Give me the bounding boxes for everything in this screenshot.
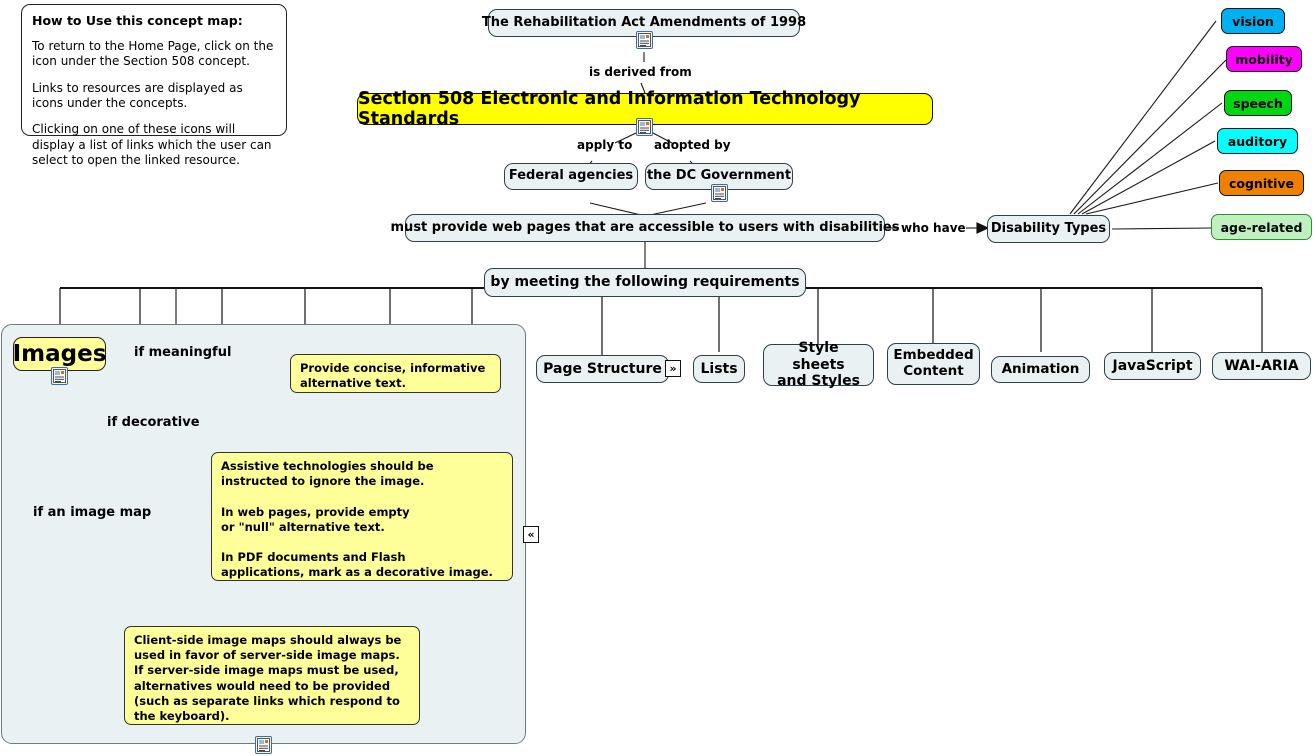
edge-label-if-meaningful: if meaningful: [134, 345, 232, 360]
node-animation[interactable]: Animation: [991, 356, 1090, 383]
chip-label: age-related: [1220, 219, 1303, 235]
howto-panel: How to Use this concept map: To return t…: [21, 4, 287, 167]
node-federal-agencies[interactable]: Federal agencies: [504, 163, 638, 190]
chip-cognitive[interactable]: cognitive: [1219, 170, 1304, 196]
resource-link-icon[interactable]: [636, 31, 653, 49]
node-page-structure[interactable]: Page Structure: [536, 355, 669, 383]
resource-link-icon[interactable]: [51, 367, 68, 385]
howto-title: How to Use this concept map:: [32, 13, 243, 28]
node-lists[interactable]: Lists: [693, 355, 745, 383]
note-decorative-images: Assistive technologies should be instruc…: [211, 452, 513, 581]
chip-age-related[interactable]: age-related: [1211, 214, 1312, 240]
howto-paragraph-1: To return to the Home Page, click on the…: [32, 39, 274, 69]
node-wai-aria[interactable]: WAI-ARIA: [1212, 352, 1311, 380]
edge-label-if-an-image-map: if an image map: [33, 505, 152, 520]
chip-label: speech: [1233, 95, 1283, 111]
node-must-provide-accessible-pages[interactable]: must provide web pages that are accessib…: [391, 214, 899, 242]
expand-right-icon[interactable]: »: [665, 360, 681, 377]
howto-paragraph-2: Links to resources are displayed as icon…: [32, 80, 243, 111]
node-images[interactable]: Images: [13, 337, 106, 371]
chip-speech[interactable]: speech: [1224, 90, 1292, 116]
chip-mobility[interactable]: mobility: [1226, 46, 1302, 72]
node-javascript[interactable]: JavaScript: [1104, 352, 1201, 380]
chip-vision[interactable]: vision: [1221, 8, 1285, 34]
edge-label-apply-to: apply to: [577, 138, 633, 152]
edge-label-if-decorative: if decorative: [107, 415, 200, 430]
howto-paragraph-3: Clicking on one of these icons will disp…: [32, 122, 272, 168]
note-meaningful-images: Provide concise, informative alternative…: [290, 354, 501, 393]
note-image-maps: Client-side image maps should always be …: [124, 626, 420, 725]
chip-label: auditory: [1227, 133, 1288, 149]
resource-link-icon[interactable]: [711, 184, 728, 202]
collapse-left-icon[interactable]: «: [523, 526, 539, 543]
chip-label: vision: [1232, 13, 1274, 29]
edge-label-is-derived-from: is derived from: [589, 65, 692, 79]
node-disability-types[interactable]: Disability Types: [987, 215, 1110, 243]
resource-link-icon[interactable]: [255, 736, 272, 754]
node-embedded-content[interactable]: Embedded Content: [887, 343, 980, 385]
chip-auditory[interactable]: auditory: [1217, 128, 1298, 154]
edge-label-adopted-by: adopted by: [654, 138, 731, 152]
node-style-sheets-and-styles[interactable]: Style sheets and Styles: [763, 340, 874, 389]
node-requirements[interactable]: by meeting the following requirements: [484, 268, 806, 297]
edge-label-who-have: who have: [901, 221, 966, 235]
resource-link-icon[interactable]: [636, 118, 653, 136]
chip-label: cognitive: [1228, 175, 1294, 191]
chip-label: mobility: [1235, 51, 1293, 67]
